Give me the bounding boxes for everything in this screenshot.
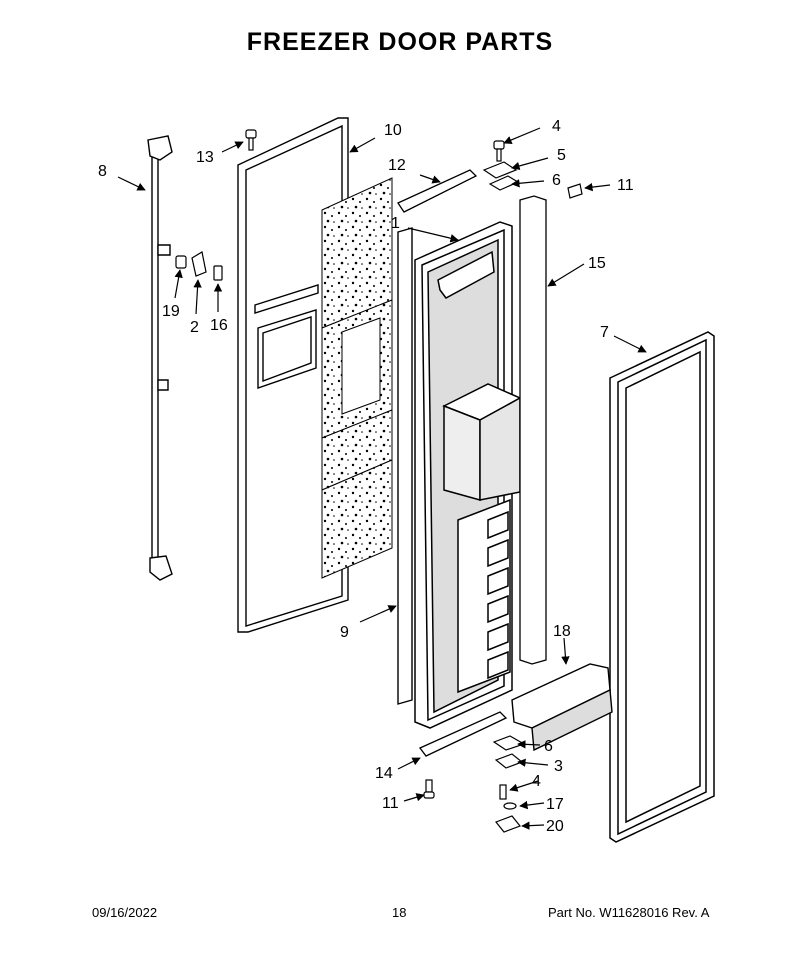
handle-fasteners (175, 251, 223, 281)
side-trim-part (519, 195, 547, 665)
callout-1: 1 (391, 215, 400, 232)
footer-date: 09/16/2022 (92, 905, 158, 920)
door-assembly-part (414, 221, 522, 729)
bottom-hinge-hardware (423, 735, 526, 833)
footer-part-number: Part No. W11628016 Rev. A (548, 905, 710, 920)
callout-3: 3 (554, 758, 563, 775)
bottom-bracket-part (418, 711, 508, 757)
callout-20: 20 (546, 818, 564, 835)
callout-11-top: 11 (617, 177, 634, 194)
handle-bar-part (147, 135, 173, 581)
callout-12: 12 (388, 157, 406, 174)
top-hinge-hardware (245, 129, 583, 199)
callout-8: 8 (98, 163, 107, 180)
callout-17: 17 (546, 796, 564, 813)
callout-18: 18 (553, 623, 571, 640)
door-bin-part (511, 663, 613, 752)
callout-4-top: 4 (552, 118, 561, 135)
callout-19: 19 (162, 303, 180, 320)
callout-6-bottom: 6 (544, 738, 553, 755)
footer-page-number: 18 (392, 905, 407, 920)
top-bracket-part (397, 169, 478, 213)
insulation-foam-panel (321, 177, 393, 579)
callout-4-bottom: 4 (532, 773, 541, 790)
callout-10: 10 (384, 122, 402, 139)
door-liner-part (397, 227, 413, 705)
door-gasket-part (609, 331, 715, 843)
callout-13: 13 (196, 149, 214, 166)
callout-15: 15 (588, 255, 606, 272)
callout-11-bottom: 11 (382, 795, 399, 812)
callout-9: 9 (340, 624, 349, 641)
callout-leaders (117, 127, 647, 830)
callout-2: 2 (190, 319, 199, 336)
callout-6-top: 6 (552, 172, 561, 189)
callout-7: 7 (600, 324, 609, 341)
outer-door-panel-part (237, 117, 349, 633)
page-title: FREEZER DOOR PARTS (246, 28, 554, 56)
callout-5: 5 (557, 147, 566, 164)
callout-16: 16 (210, 317, 228, 334)
callout-14: 14 (375, 765, 393, 782)
